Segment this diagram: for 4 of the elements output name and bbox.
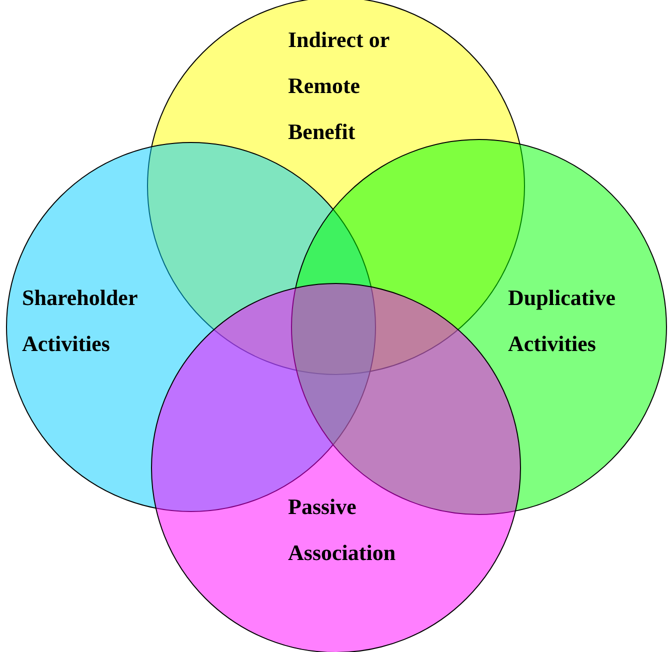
circle-label: Indirect or Remote Benefit	[288, 26, 390, 146]
circle-label: Passive Association	[288, 493, 397, 567]
circle-label: Duplicative Activities	[508, 284, 617, 358]
circle-label: Shareholder Activities	[22, 284, 138, 358]
